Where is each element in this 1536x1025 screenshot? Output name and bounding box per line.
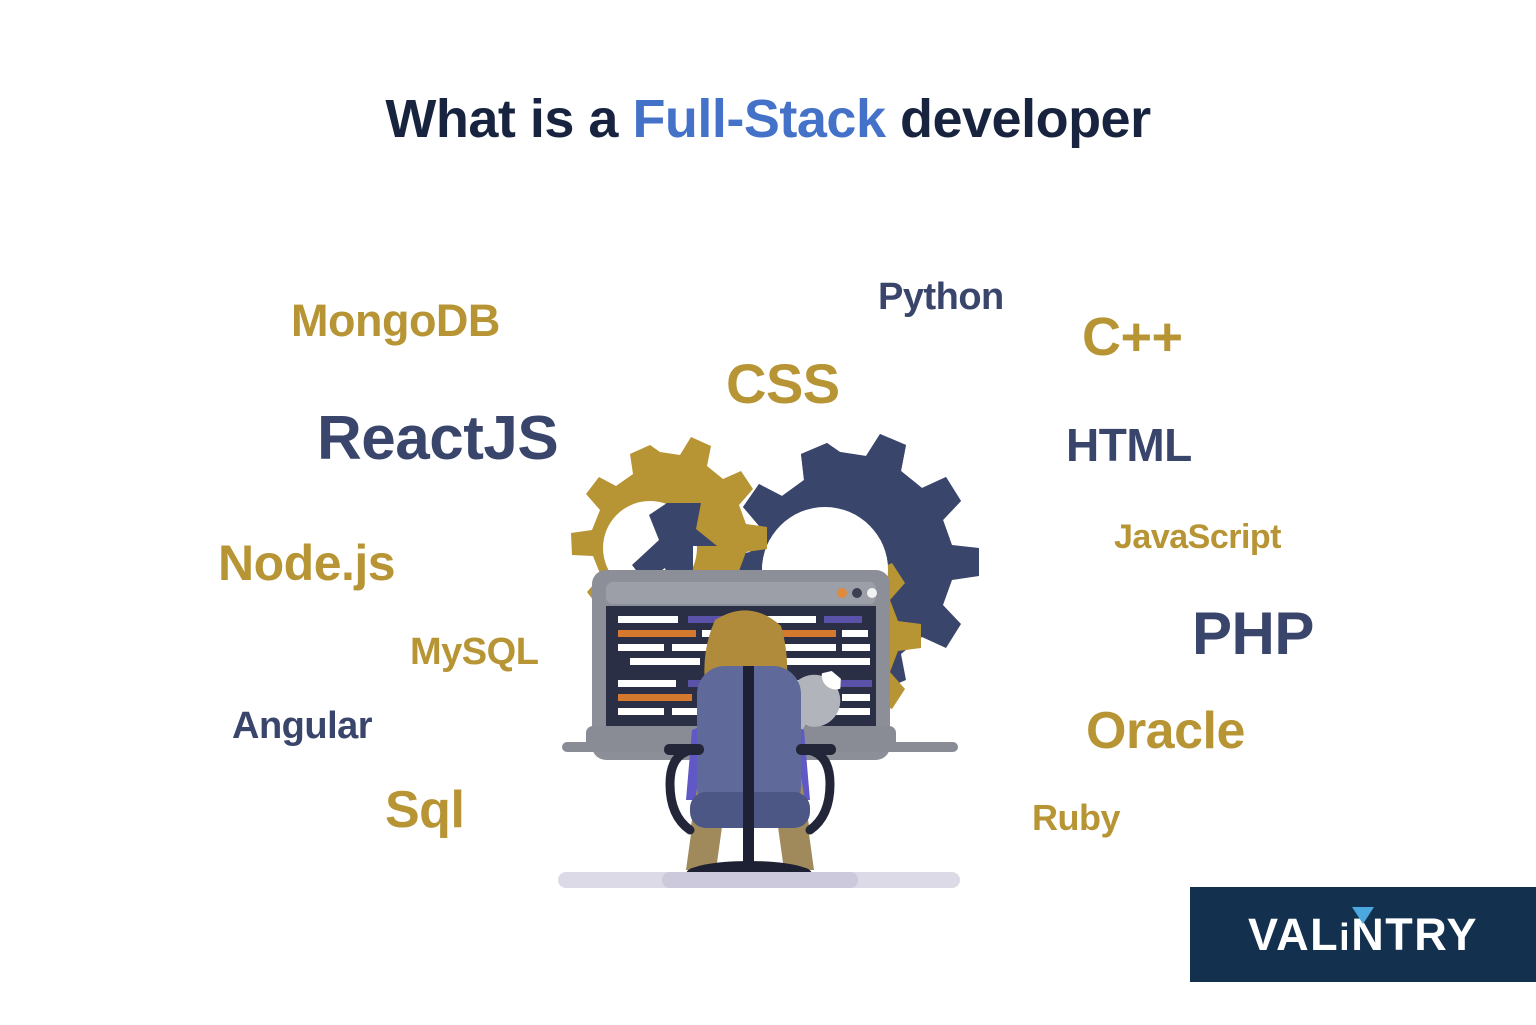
tech-word-html: HTML bbox=[1066, 419, 1192, 471]
office-chair bbox=[664, 666, 836, 885]
tech-word-ruby: Ruby bbox=[1032, 797, 1121, 838]
valintry-logo[interactable]: VALiNTRY bbox=[1190, 887, 1536, 982]
gear-navy-overlap-wedge bbox=[632, 503, 717, 588]
floor-shadow-near bbox=[662, 872, 858, 888]
page-title: What is a Full-Stack developer bbox=[0, 88, 1536, 150]
title-accent: Full-Stack bbox=[632, 89, 886, 149]
tech-word-reactjs: ReactJS bbox=[317, 404, 559, 473]
tech-word-nodejs: Node.js bbox=[218, 535, 396, 591]
chair-post bbox=[743, 666, 754, 870]
tech-word-oracle: Oracle bbox=[1086, 702, 1245, 760]
logo-wordmark: VALiNTRY bbox=[1248, 907, 1478, 960]
window-dot-dark bbox=[852, 588, 862, 598]
logo-text: VALiNTRY bbox=[1248, 909, 1478, 960]
title-prefix: What is a bbox=[385, 89, 633, 149]
window-dot-orange bbox=[837, 588, 847, 598]
tech-word-php: PHP bbox=[1192, 600, 1314, 667]
tech-word-css: CSS bbox=[726, 352, 840, 415]
tech-word-cplusplus: C++ bbox=[1082, 307, 1183, 367]
window-dot-light bbox=[867, 588, 877, 598]
tech-word-mongodb: MongoDB bbox=[291, 295, 500, 346]
tech-word-sql: Sql bbox=[385, 781, 465, 839]
chair-arm-right bbox=[803, 745, 835, 835]
title-suffix: developer bbox=[885, 89, 1151, 149]
tech-word-angular: Angular bbox=[232, 705, 373, 747]
logo-text-part1: VAL bbox=[1247, 909, 1340, 960]
logo-text-i: i bbox=[1339, 917, 1352, 959]
tech-word-python: Python bbox=[878, 276, 1004, 318]
tech-word-javascript: JavaScript bbox=[1114, 518, 1282, 556]
developer-illustration bbox=[558, 434, 979, 888]
tech-word-mysql: MySQL bbox=[410, 631, 539, 673]
logo-triangle-icon bbox=[1351, 907, 1374, 924]
